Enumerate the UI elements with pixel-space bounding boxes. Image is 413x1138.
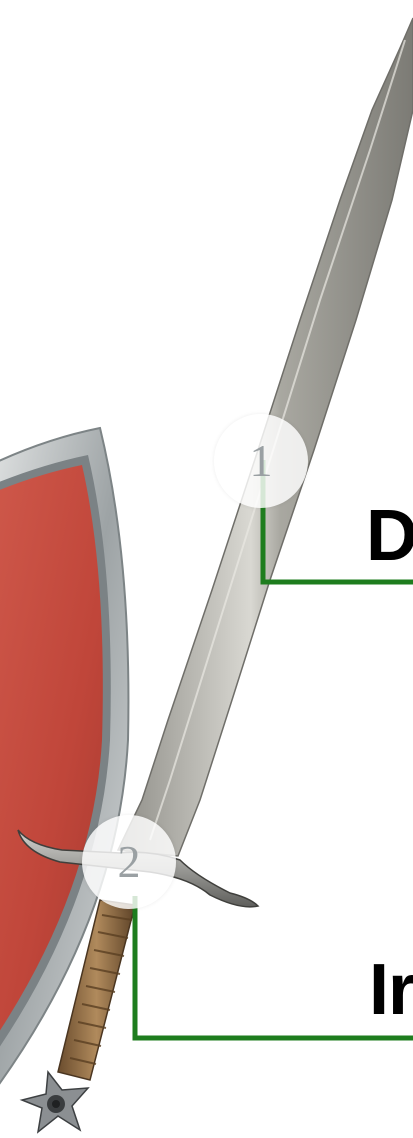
callout-marker-1: 1 bbox=[214, 414, 308, 508]
callout-marker-2: 2 bbox=[82, 815, 176, 909]
callout-number-2: 2 bbox=[118, 839, 141, 885]
callout-label-1: D bbox=[366, 500, 413, 572]
callout-label-2: Ir bbox=[369, 954, 413, 1026]
callout-number-1: 1 bbox=[250, 438, 273, 484]
